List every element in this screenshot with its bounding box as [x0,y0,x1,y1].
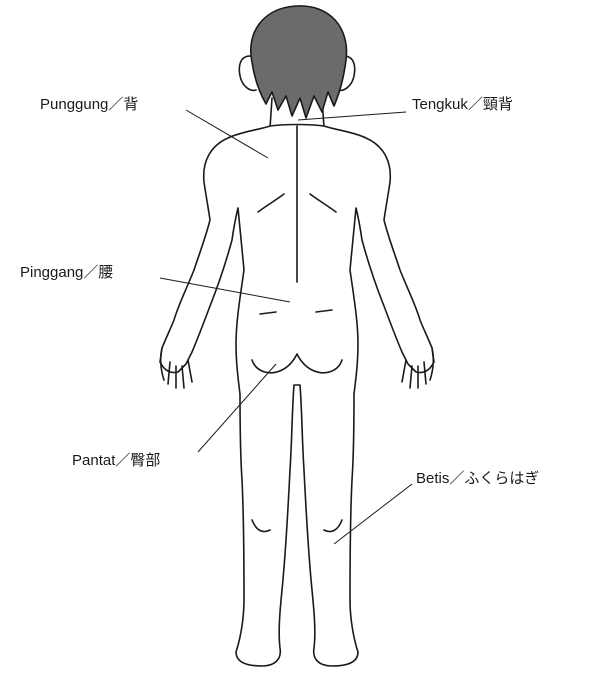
label-waist: Pinggang／腰 [20,264,113,282]
label-calf: Betis／ふくらはぎ [416,470,539,488]
hair [251,6,347,118]
nape-leader-line [298,112,406,120]
label-back: Punggung／背 [40,96,138,114]
label-nape: Tengkuk／頸背 [412,96,513,114]
label-buttocks: Pantat／臀部 [72,452,160,470]
